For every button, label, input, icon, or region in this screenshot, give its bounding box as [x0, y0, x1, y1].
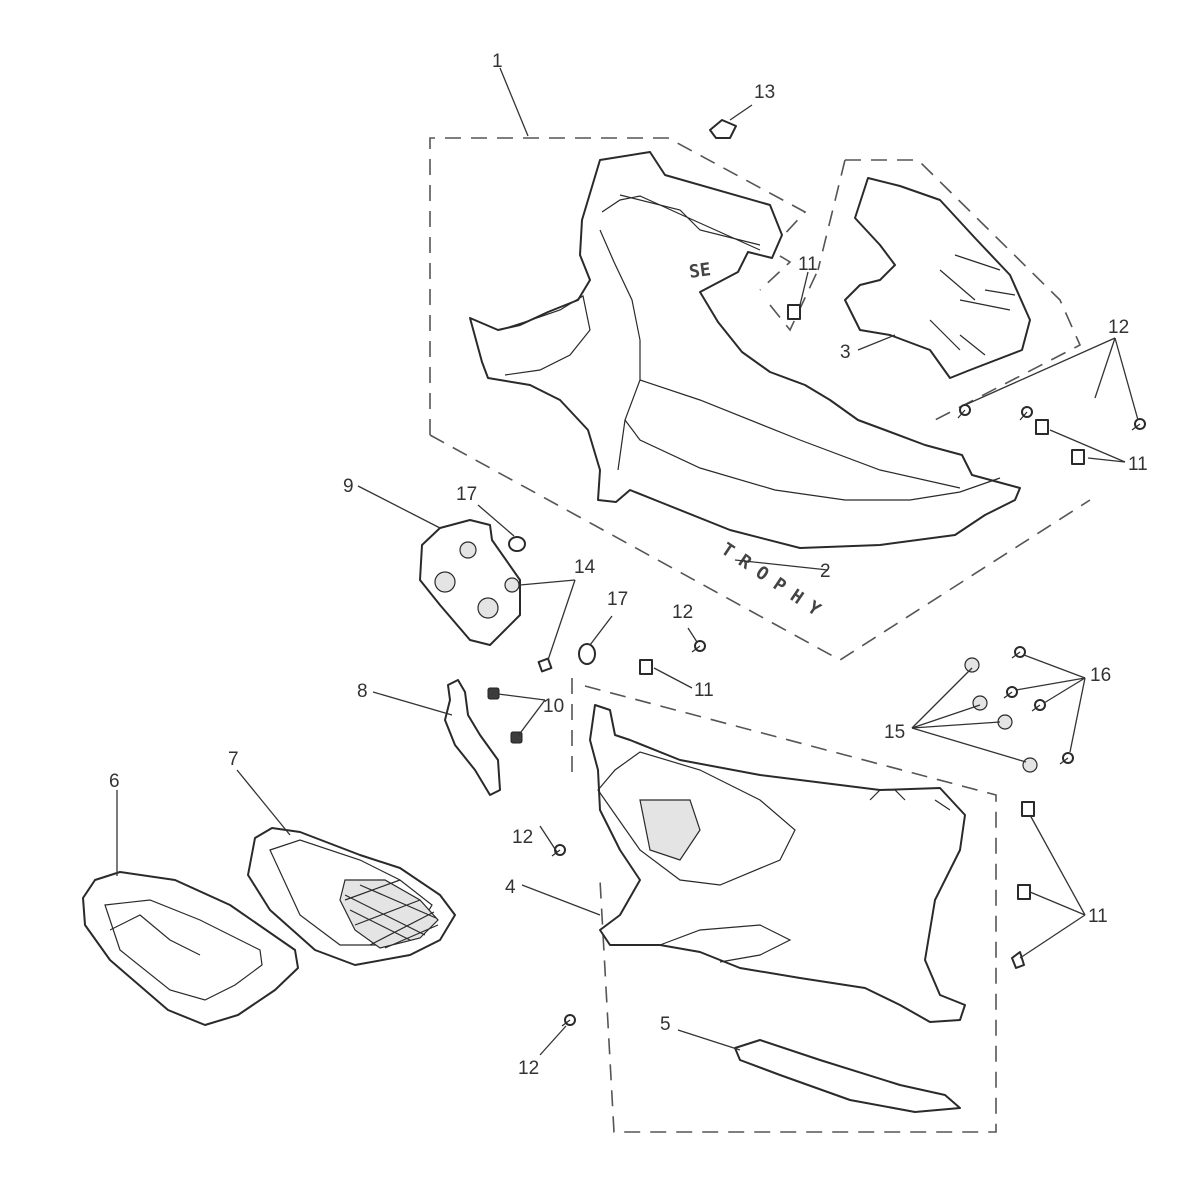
- nut-10-a: [487, 687, 500, 700]
- callout-14: 14: [574, 557, 596, 578]
- speed-nut-g: [1011, 951, 1025, 969]
- callout-9: 9: [343, 476, 354, 497]
- screw-12-e: [551, 844, 566, 857]
- callout-12-b: 12: [672, 602, 693, 623]
- callout-12-a: 12: [1108, 317, 1129, 338]
- callout-10: 10: [543, 696, 564, 717]
- speed-nut-f: [1017, 884, 1031, 900]
- screw-16-d: [1059, 752, 1074, 765]
- washer-15-c: [997, 714, 1013, 730]
- speed-nut-c: [1071, 449, 1085, 465]
- callout-15: 15: [884, 722, 905, 743]
- screen-sticker: [844, 177, 1031, 379]
- callout-4: 4: [505, 877, 516, 898]
- screw-12-f: [561, 1014, 576, 1027]
- washer-15-b: [972, 695, 988, 711]
- mounting-bracket-8: [444, 679, 501, 796]
- callout-11-a: 11: [798, 254, 818, 275]
- callout-12-c: 12: [512, 827, 533, 848]
- bolt-14: [537, 657, 553, 673]
- speed-nut-d: [639, 659, 653, 675]
- screw-16-a: [1011, 646, 1026, 659]
- hardware-fasteners: [487, 119, 1146, 1027]
- callout-labels: 1 2 3 4 5 6 7 8 9 10 11 11 11 11 12 12 1…: [109, 51, 1148, 1079]
- speed-nut-a: [787, 304, 801, 320]
- washer-15-d: [1022, 757, 1038, 773]
- callout-11-b: 11: [1128, 454, 1148, 475]
- upper-fairing-panel: SE: [469, 151, 1021, 549]
- lower-fairing-panel: [589, 704, 966, 1023]
- callout-13: 13: [754, 82, 775, 103]
- washer-14: [504, 577, 520, 593]
- speed-nut-e: [1021, 801, 1035, 817]
- screw-16-c: [1031, 699, 1046, 712]
- screw-16-b: [1003, 686, 1018, 699]
- callout-8: 8: [357, 681, 368, 702]
- callout-2: 2: [820, 561, 831, 582]
- mesh-grille: [339, 879, 439, 949]
- duct-mesh-insert: [247, 827, 456, 966]
- callout-1: 1: [492, 51, 503, 72]
- support-bracket-9: [419, 519, 521, 646]
- callout-17-a: 17: [456, 484, 477, 505]
- dashed-group-outlines: [429, 137, 1091, 1133]
- callout-11-d: 11: [1088, 906, 1108, 927]
- clip-13: [709, 119, 737, 139]
- callout-11-c: 11: [694, 680, 714, 701]
- trophy-badge: TROPHY: [717, 539, 832, 626]
- callout-6: 6: [109, 771, 120, 792]
- duct-outer-frame: [82, 871, 299, 1026]
- grommet-17-a: [508, 536, 526, 552]
- callout-17-b: 17: [607, 589, 628, 610]
- screw-12-c: [1131, 418, 1146, 431]
- panel-logo-text: SE: [688, 259, 712, 283]
- callout-16: 16: [1090, 665, 1111, 686]
- washer-15-a: [964, 657, 980, 673]
- callout-7: 7: [228, 749, 239, 770]
- callout-3: 3: [840, 342, 851, 363]
- callout-12-d: 12: [518, 1058, 539, 1079]
- lower-trim-strip: [734, 1039, 961, 1113]
- grommet-17-b: [578, 643, 596, 665]
- leader-lines: [116, 67, 1139, 1056]
- screw-12-b: [1019, 406, 1033, 421]
- speed-nut-b: [1035, 419, 1049, 435]
- callout-5: 5: [660, 1014, 671, 1035]
- screw-12-d: [691, 640, 706, 653]
